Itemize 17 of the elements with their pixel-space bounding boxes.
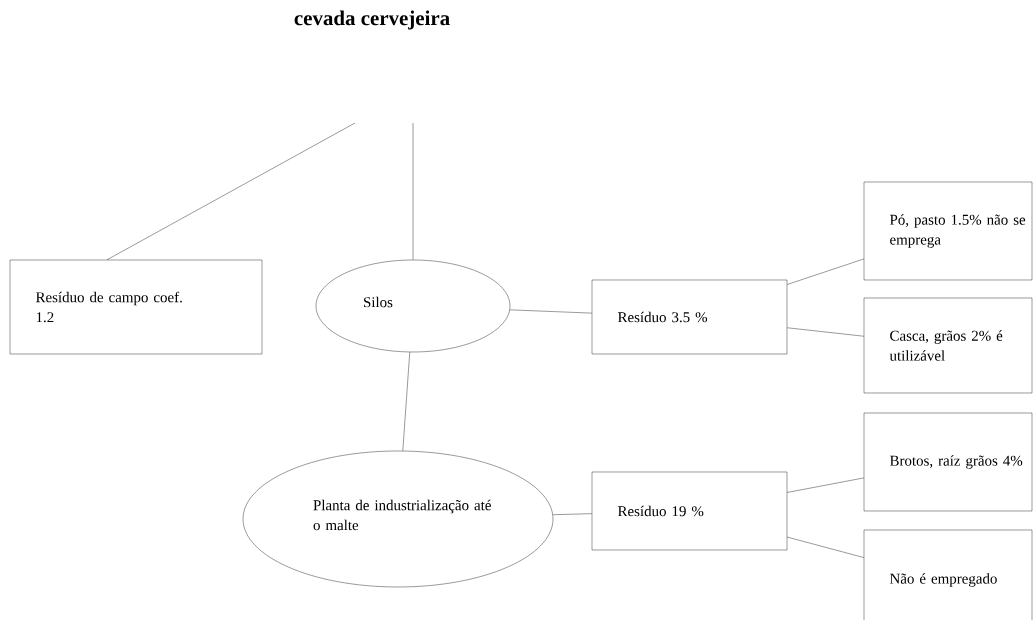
connector-line [106, 122, 356, 260]
connector-line [787, 258, 864, 285]
text-box: Casca, grãos 2% é utilizável [863, 297, 1033, 394]
connector-line [402, 351, 410, 452]
connector-line [509, 309, 592, 314]
connector-line [412, 122, 414, 260]
connector-line [787, 327, 864, 337]
connector-line [787, 536, 864, 558]
title: cevada cervejeira [294, 10, 450, 30]
text-box: Resíduo de campo coef. 1.2 [9, 259, 263, 355]
text-box: Resíduo 3.5 % [591, 279, 788, 355]
text-box: Não é empregado [863, 529, 1033, 620]
text-box: Pó, pasto 1.5% não se emprega [863, 181, 1033, 281]
text-box: Resíduo 19 % [591, 471, 788, 551]
text-box: Brotos, raíz grãos 4% [863, 412, 1033, 512]
connector-line [552, 513, 592, 515]
connector-line [787, 477, 864, 493]
